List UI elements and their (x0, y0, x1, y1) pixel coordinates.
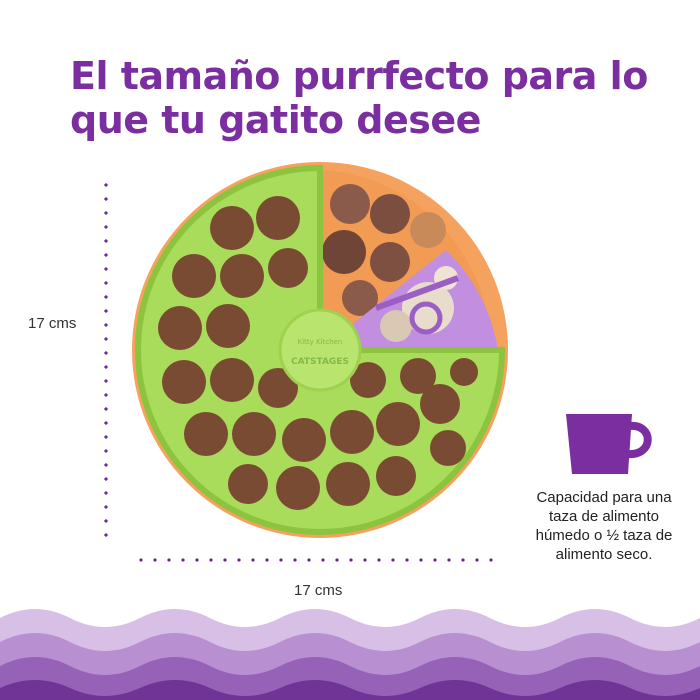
kibble-cells (158, 196, 478, 510)
headline: El tamaño purrfecto para lo que tu gatit… (70, 54, 670, 142)
capacity-text: Capacidad para una taza de alimento húme… (535, 489, 673, 563)
height-dotted-line (104, 178, 108, 540)
headline-line-1: El tamaño purrfecto para lo (70, 54, 648, 98)
headline-line-2: que tu gatito desee (70, 98, 481, 142)
height-label: 17 cms (28, 315, 77, 332)
hub-brand-text: CATSTAGES (291, 357, 349, 367)
width-dotted-line (134, 558, 498, 562)
measuring-cup-icon (566, 414, 652, 474)
decorative-waves (0, 609, 700, 700)
center-hub (278, 308, 362, 392)
hub-logo-text: Kitty Kitchen (298, 338, 343, 346)
slow-feeder-bowl-image: Kitty Kitchen CATSTAGES (132, 162, 508, 538)
width-label: 17 cms (294, 582, 343, 599)
lavender-section (320, 250, 498, 350)
